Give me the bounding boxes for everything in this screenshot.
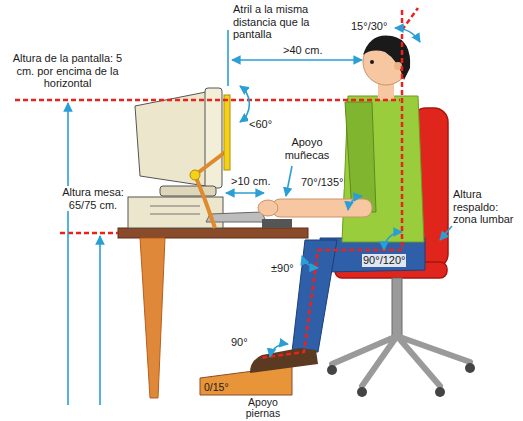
annotation-label: 70°/135° <box>300 176 344 189</box>
annotation-label: ±90° <box>270 262 295 275</box>
reference-lines <box>15 99 400 102</box>
measure-arrows <box>232 59 362 61</box>
reference-lines <box>402 8 418 30</box>
annotation-label: 0/15° <box>204 381 229 393</box>
document-holder <box>190 95 230 228</box>
document-holder <box>224 95 230 170</box>
footrest <box>200 366 292 395</box>
chair <box>465 363 475 373</box>
computer <box>205 88 222 188</box>
chair <box>327 365 337 375</box>
measure-arrows <box>227 30 229 86</box>
person <box>250 35 425 373</box>
person <box>345 102 376 212</box>
measure-arrows <box>99 236 101 405</box>
document-holder <box>195 150 228 228</box>
measure-arrows <box>270 344 288 357</box>
measure-arrows <box>348 196 362 210</box>
document-holder <box>190 170 200 180</box>
measure-arrows <box>240 86 249 122</box>
computer <box>206 212 266 222</box>
desk <box>118 228 308 238</box>
annotation-label: <60° <box>248 118 273 131</box>
computer <box>128 88 266 228</box>
computer <box>150 206 200 207</box>
measure-arrows <box>67 103 69 405</box>
computer <box>160 186 216 196</box>
measure-arrows <box>384 232 402 250</box>
annotation-label: 90°/120° <box>362 254 406 267</box>
person <box>342 96 424 242</box>
annotation-label: >40 cm. <box>282 44 323 57</box>
annotation-label: Atril a la misma distancia que la pantal… <box>232 3 346 41</box>
measure-arrows <box>395 28 420 42</box>
footrest <box>200 366 292 395</box>
measure-arrows <box>302 256 318 268</box>
computer <box>135 92 206 186</box>
reference-lines <box>260 10 402 358</box>
annotation-label: 15°/30° <box>350 20 388 33</box>
annotation-label: >10 cm. <box>230 175 271 188</box>
annotation-label: Apoyo piernas <box>230 397 296 419</box>
annotation-label: Altura mesa: 65/75 cm. <box>60 186 126 211</box>
chair <box>332 336 470 386</box>
person <box>292 240 337 352</box>
measure-arrows <box>226 192 264 194</box>
chair <box>357 387 367 397</box>
person <box>250 348 318 373</box>
measure-arrows <box>440 226 452 240</box>
measure-arrows <box>286 166 292 196</box>
chair <box>392 278 402 336</box>
person <box>258 200 278 216</box>
annotation-label: 90° <box>230 336 249 349</box>
person <box>370 60 374 64</box>
annotation-label: Altura respaldo: zona lumbar <box>452 188 520 226</box>
computer <box>150 214 200 215</box>
person <box>262 219 292 228</box>
person <box>272 199 372 217</box>
desk <box>140 238 165 398</box>
annotation-label: Apoyo muñecas <box>276 136 338 161</box>
chair <box>435 387 445 397</box>
desk <box>118 228 308 398</box>
annotation-label: Altura de la pantalla: 5 cm. por encima … <box>4 52 131 90</box>
